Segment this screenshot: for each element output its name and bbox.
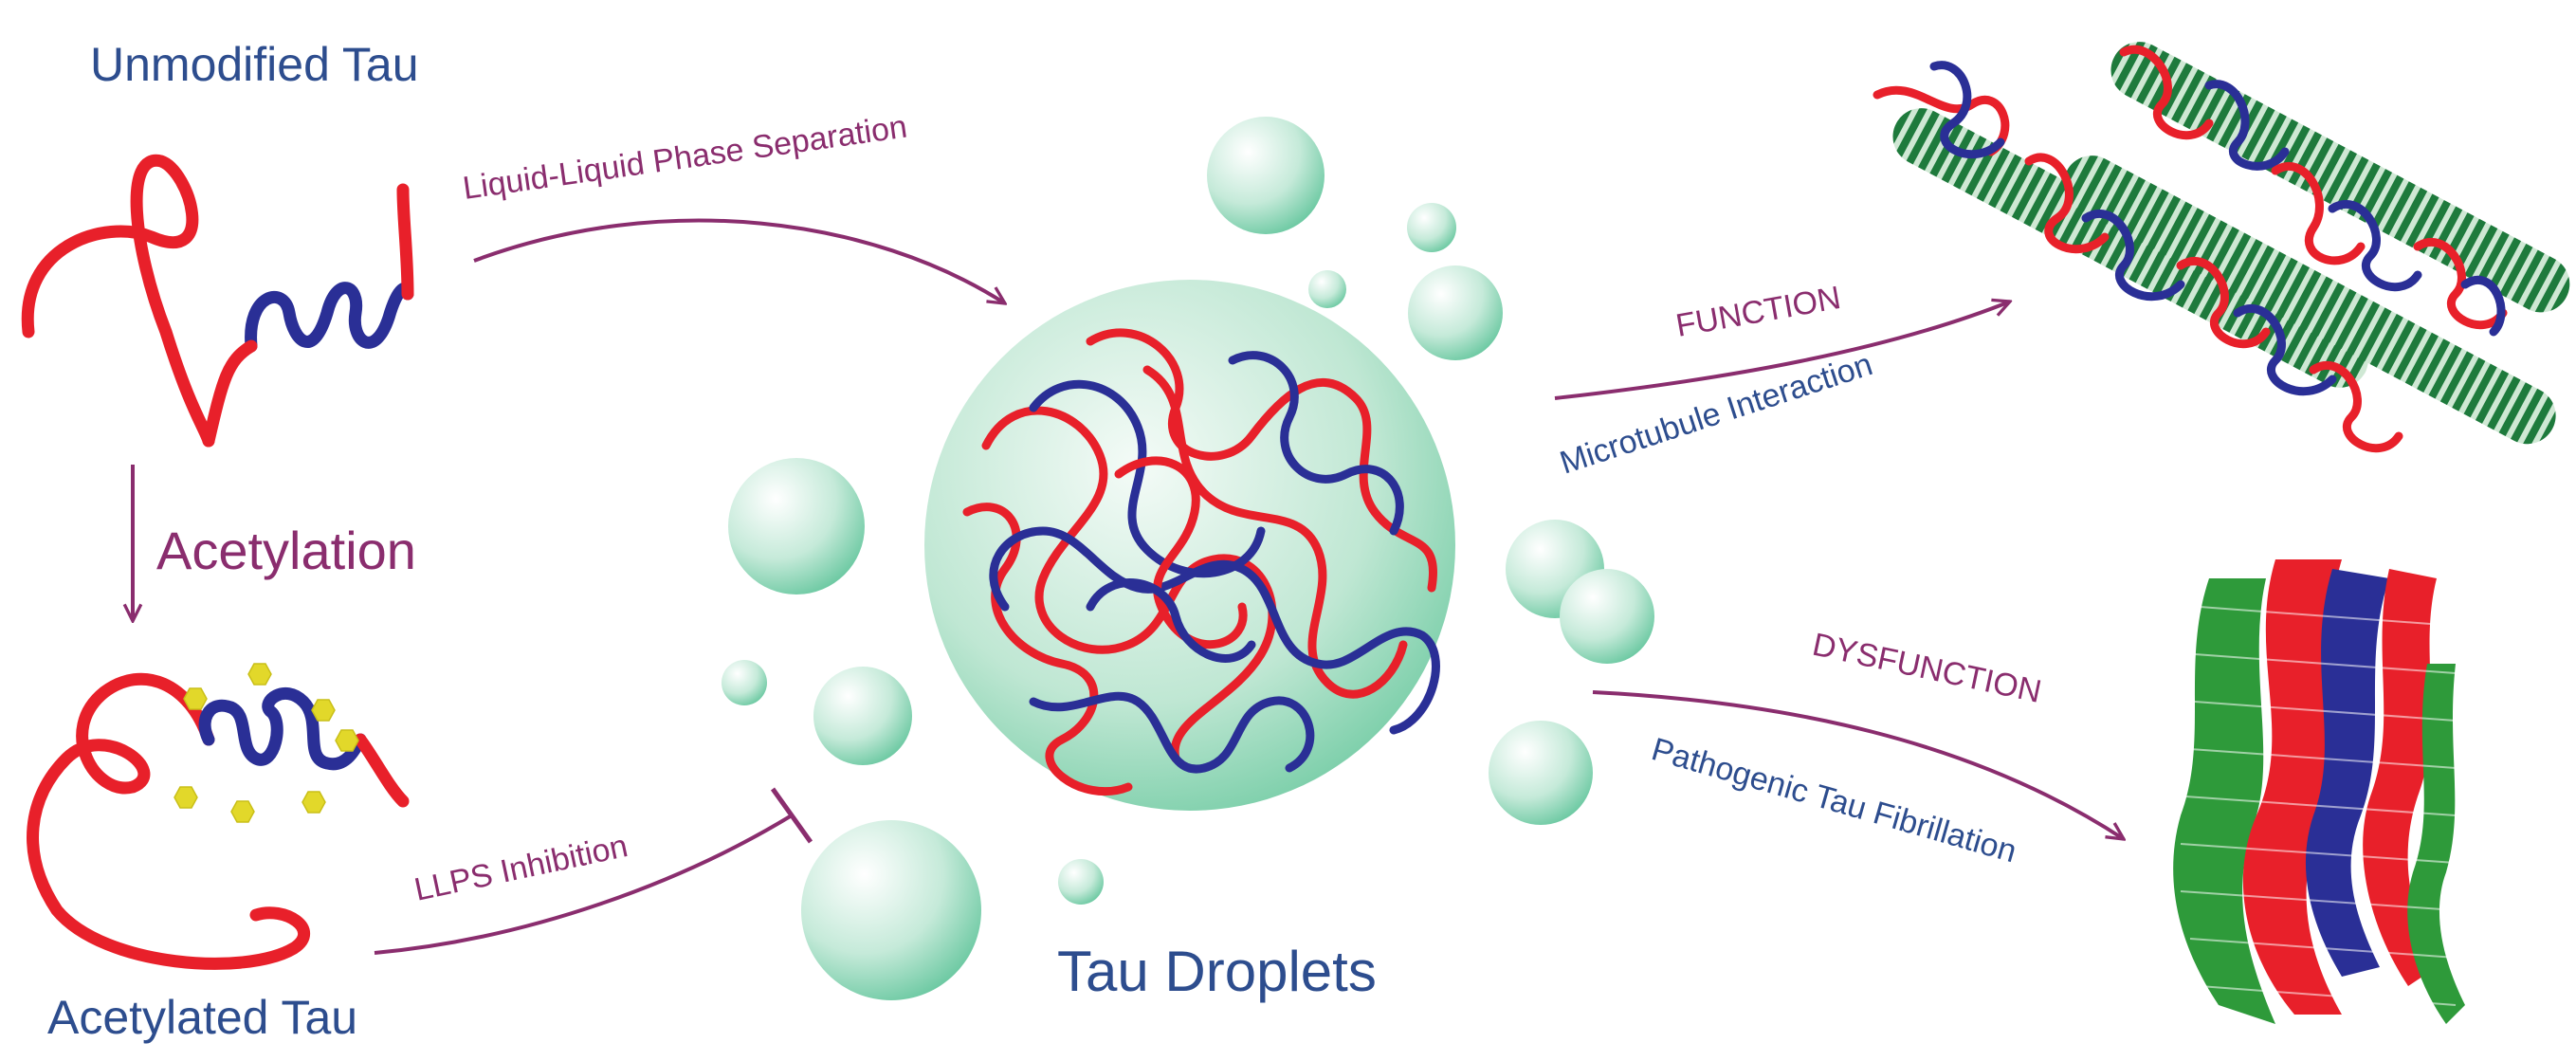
llps-inhibition-arrow — [374, 814, 794, 955]
main-tau-droplet — [924, 280, 1455, 811]
droplet — [1489, 721, 1593, 825]
acetylation-label: Acetylation — [156, 521, 416, 580]
microtubule-icon — [2110, 42, 2570, 313]
droplet — [1560, 569, 1654, 664]
function-arrow — [1554, 302, 2010, 400]
acetyl-group-icon — [335, 729, 359, 752]
droplet — [1207, 117, 1325, 234]
tau-fibril — [2173, 559, 2465, 1024]
acetyl-group-icon — [230, 800, 255, 823]
fibril-red-strand — [2242, 559, 2342, 1015]
tau-droplets-label: Tau Droplets — [1057, 940, 1377, 1003]
acetyl-group-icon — [183, 687, 208, 710]
droplet — [813, 667, 912, 765]
fibril-blue-strand — [2305, 569, 2389, 977]
unmodified-tau-red-chain — [21, 154, 215, 448]
dysfunction-label: DYSFUNCTION — [1809, 627, 2044, 710]
llps-label: Liquid-Liquid Phase Separation — [461, 109, 909, 207]
acetyl-group-icon — [301, 791, 326, 814]
acetyl-group-icon — [247, 663, 272, 686]
droplet — [1058, 859, 1104, 905]
acetylated-tau-blue-chain — [198, 687, 367, 771]
droplet — [728, 458, 865, 595]
unmodified-tau-blue-chain — [245, 282, 414, 353]
acetylated-tau-label: Acetylated Tau — [47, 991, 357, 1044]
microtubules — [1873, 42, 2570, 453]
unmodified-tau-molecule — [21, 154, 414, 448]
function-label: FUNCTION — [1673, 280, 1844, 344]
droplet — [722, 660, 767, 705]
acetylated-tau-red-chain — [27, 672, 311, 970]
droplet — [801, 820, 981, 1000]
droplet — [1407, 203, 1456, 252]
droplet-tau-chains — [962, 328, 1440, 796]
droplet — [1308, 270, 1346, 308]
microtubule-interaction-label: Microtubule Interaction — [1556, 346, 1877, 481]
unmodified-tau-label: Unmodified Tau — [90, 38, 419, 91]
acetyl-group-icon — [311, 699, 336, 722]
acetylated-tau-red-tail — [354, 733, 410, 808]
inhibition-bar — [770, 787, 813, 844]
bound-tau-chains — [1873, 45, 2508, 453]
unmodified-tau-red-tail — [202, 183, 414, 448]
llps-inhibition-label: LLPS Inhibition — [411, 828, 631, 908]
acetyl-groups — [174, 663, 359, 823]
acetyl-group-icon — [174, 786, 198, 809]
microtubule-icon — [2063, 155, 2556, 445]
small-droplets — [722, 117, 1654, 1000]
llps-arrow — [473, 218, 1005, 303]
droplet — [1408, 265, 1503, 360]
fibril-green-strand — [2173, 578, 2275, 1024]
fibril-green-strand-2 — [2407, 664, 2465, 1024]
dysfunction-arrow — [1592, 690, 2124, 839]
fibril-texture — [2180, 606, 2457, 1006]
acetylated-tau-molecule — [27, 672, 410, 970]
fibril-red-strand-2 — [2363, 569, 2437, 986]
pathogenic-fibrillation-label: Pathogenic Tau Fibrillation — [1648, 731, 2020, 869]
